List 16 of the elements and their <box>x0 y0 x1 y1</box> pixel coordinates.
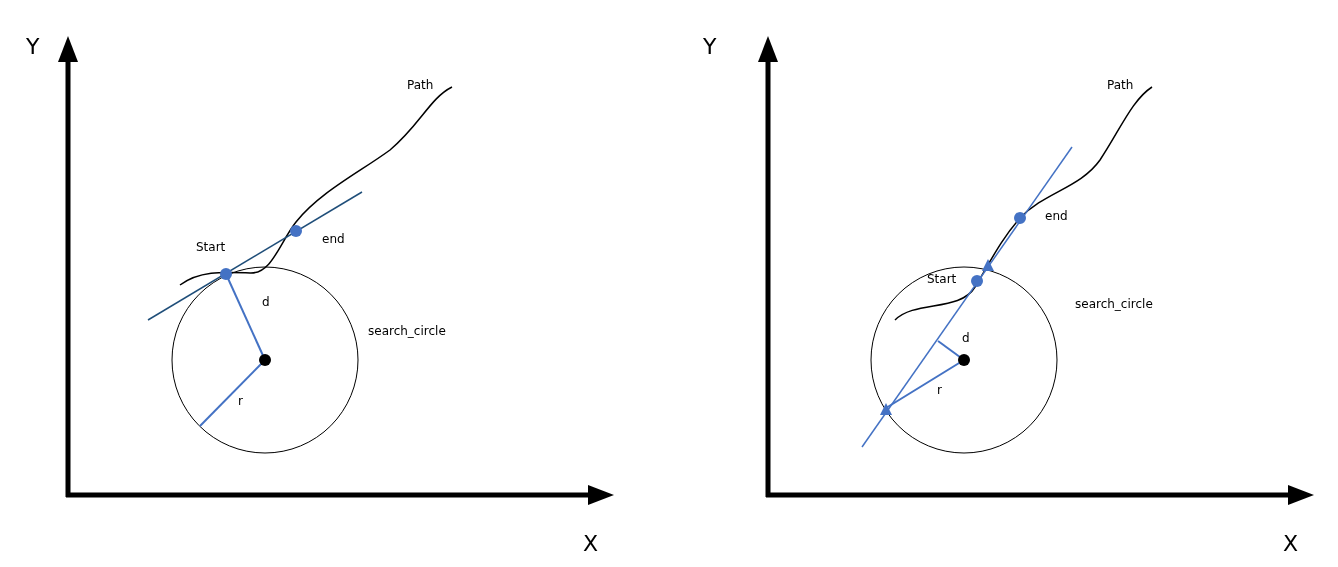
axis-label: Y <box>703 36 717 58</box>
point-label: Start <box>196 241 226 253</box>
circle-label: search_circle <box>368 325 446 337</box>
circle-label: search_circle <box>1075 298 1153 310</box>
radius-label: r <box>238 395 243 407</box>
axis-label: X <box>583 533 599 555</box>
point-label: end <box>322 233 345 245</box>
distance-label: d <box>962 332 970 344</box>
distance-label: d <box>262 296 270 308</box>
curve-label: Path <box>407 79 434 91</box>
point-label: Start <box>927 273 957 285</box>
axis-label: X <box>1283 533 1299 555</box>
radius-label: r <box>937 384 942 396</box>
axis-label: Y <box>26 36 40 58</box>
point-label: end <box>1045 210 1068 222</box>
curve-label: Path <box>1107 79 1134 91</box>
